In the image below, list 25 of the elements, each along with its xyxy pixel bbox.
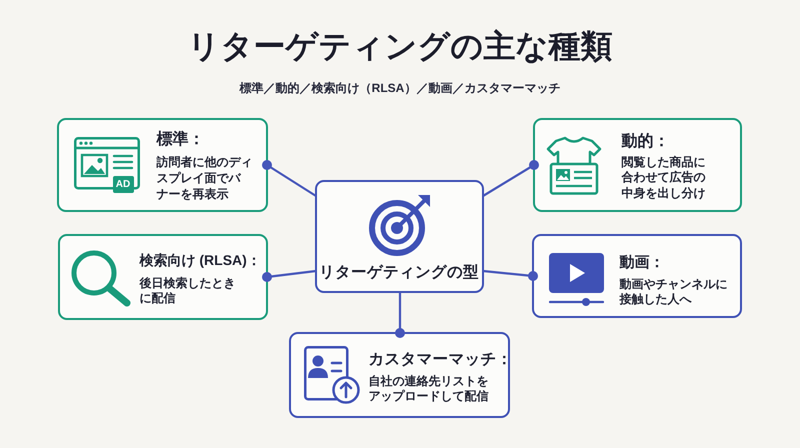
card-title: 動的： [622, 132, 670, 152]
connector-line [482, 160, 539, 197]
category-card [532, 234, 742, 318]
category-card [289, 332, 510, 418]
card-title: 標準： [156, 130, 204, 150]
subtitle: 標準／動的／検索向け（RLSA）／動画／カスタマーマッチ [238, 80, 562, 96]
category-card [58, 234, 268, 320]
card-description: 自社の連絡先リストをアップロードして配信 [368, 374, 490, 404]
card-description: 後日検索したときに配信 [140, 276, 236, 306]
connector-line [262, 160, 317, 197]
title: リターゲティングの主な種類 [186, 27, 614, 66]
category-card [533, 118, 742, 212]
card-description: 閲覧した商品に合わせて広告の中身を出し分け [622, 154, 706, 201]
connector-line [482, 270, 538, 281]
connector-line [262, 270, 316, 282]
hub-label: リターゲティングの型 [318, 262, 480, 282]
card-title: カスタマーマッチ： [368, 350, 512, 370]
card-description: 訪問者に他のディスプレイ面でバナーを再表示 [156, 154, 254, 202]
card-title: 検索向け (RLSA)： [140, 250, 261, 270]
connector-line [395, 292, 405, 338]
ad-badge: AD [112, 176, 134, 192]
hub-box [315, 180, 484, 293]
category-card [57, 118, 268, 212]
card-title: 動画： [620, 252, 664, 272]
card-description: 動画やチャンネルに接触した人へ [620, 277, 728, 307]
